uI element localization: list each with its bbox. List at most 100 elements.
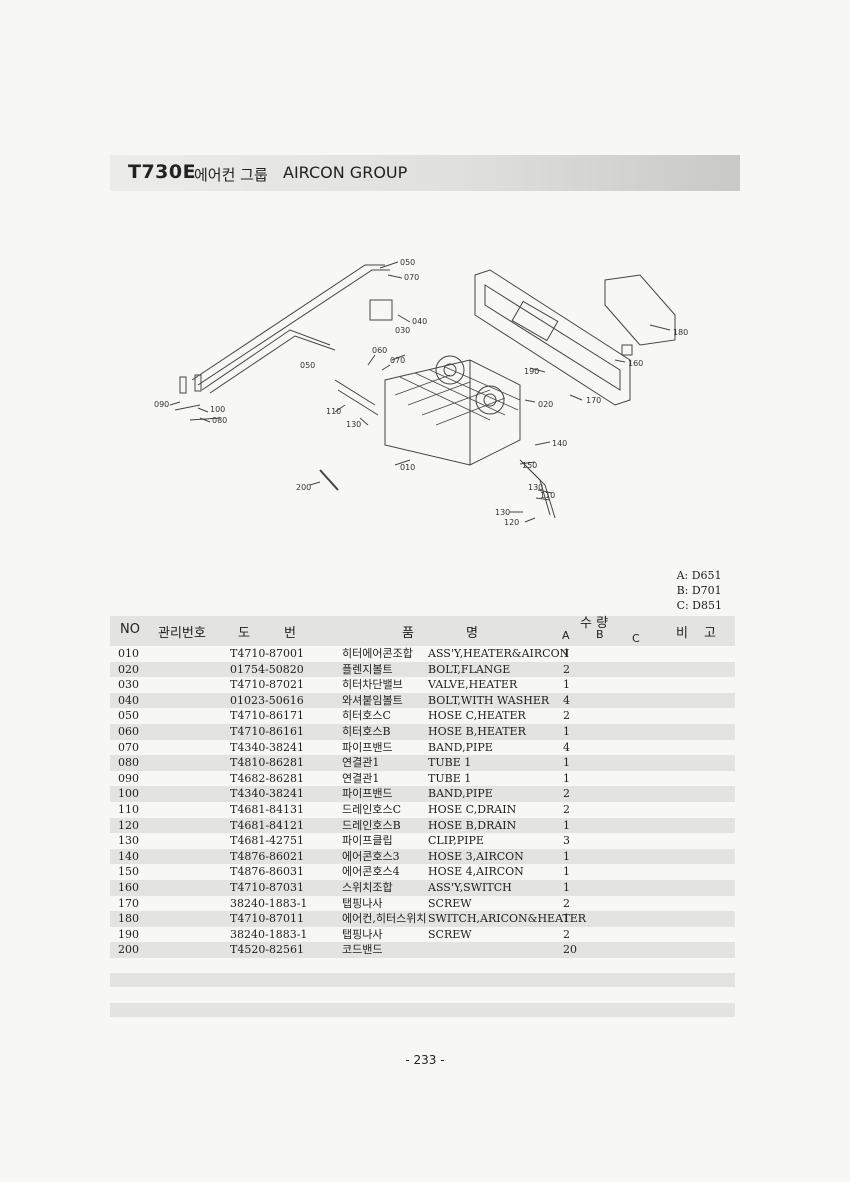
cell-qa: 2 (563, 896, 570, 910)
cell-ko: 탭핑나사 (342, 896, 383, 910)
cell-qa: 1 (563, 678, 570, 692)
callout-label: 060 (372, 346, 387, 355)
callout-label: 130 (346, 420, 361, 429)
col-remark-1: 비 (676, 626, 688, 641)
callout-label: 050 (400, 258, 415, 267)
cell-no: 130 (118, 834, 139, 848)
cell-en: HOSE 3,AIRCON (428, 849, 524, 863)
cell-ko: 파이프클립 (342, 834, 393, 848)
variant-c: C: D851 (676, 599, 722, 612)
callout-label: 020 (538, 400, 553, 409)
callout-label: 200 (296, 483, 311, 492)
col-mgmt-number: 관리번호 (158, 626, 206, 641)
cell-qa: 2 (563, 662, 570, 676)
cell-ko: 파이프밴드 (342, 740, 393, 754)
cell-en: ASS'Y,HEATER&AIRCON (428, 647, 570, 660)
cell-no: 100 (118, 787, 139, 801)
cell-en: HOSE C,HEATER (428, 709, 526, 723)
cell-ko: 에어콘호스3 (342, 849, 400, 863)
empty-row-band (110, 1003, 735, 1017)
cell-qa: 4 (563, 740, 570, 754)
cell-ko: 코드밴드 (342, 943, 383, 957)
cell-no: 070 (118, 740, 139, 754)
cell-no: 200 (118, 943, 139, 957)
cell-qa: 1 (563, 771, 570, 785)
cell-no: 090 (118, 771, 139, 785)
callout-label: 070 (390, 356, 405, 365)
cell-en: BOLT,WITH WASHER (428, 693, 550, 707)
cell-part: T4810-86281 (230, 756, 305, 770)
cell-no: 120 (118, 818, 139, 832)
cell-ko: 연결관1 (342, 756, 380, 770)
cell-qa: 20 (563, 943, 577, 957)
table-row: 090 T4682-86281 연결관1 TUBE 1 1 (110, 771, 735, 787)
cell-en: HOSE 4,AIRCON (428, 865, 524, 879)
cell-en: TUBE 1 (428, 771, 472, 785)
cell-part: T4681-84121 (230, 818, 305, 832)
cell-en: TUBE 1 (428, 756, 472, 770)
cell-qa: 1 (563, 865, 570, 879)
cell-en: SWITCH,ARICON&HEATER (428, 912, 587, 926)
cell-qa: 4 (563, 693, 570, 707)
cell-en: BAND,PIPE (428, 787, 493, 801)
cell-en: SCREW (428, 927, 472, 941)
cell-en: HOSE B,HEATER (428, 724, 526, 738)
col-drawing-2: 번 (284, 626, 296, 641)
cell-part: 01023-50616 (230, 693, 304, 707)
col-qty-b: B (596, 628, 604, 641)
cell-no: 140 (118, 849, 139, 863)
cell-no: 060 (118, 724, 139, 738)
cell-part: T4340-38241 (230, 740, 305, 754)
callout-label: 170 (586, 396, 601, 405)
cell-part: T4710-87031 (230, 880, 305, 894)
cell-qa: 2 (563, 802, 570, 816)
cell-qa: 1 (563, 818, 570, 832)
callout-label: 160 (628, 359, 643, 368)
callout-label: 080 (212, 416, 227, 425)
col-no: NO (120, 622, 140, 637)
cell-no: 190 (118, 927, 139, 941)
cell-ko: 스위치조합 (342, 880, 393, 894)
cell-qa: 2 (563, 709, 570, 723)
cell-part: T4710-87001 (230, 647, 305, 660)
callout-label: 040 (412, 317, 427, 326)
col-qty: 수 량 (580, 616, 609, 631)
cell-part: T4681-84131 (230, 802, 305, 816)
cell-part: T4710-86171 (230, 709, 305, 723)
cell-en: BOLT,FLANGE (428, 662, 511, 676)
page-number: - 233 - (405, 1053, 445, 1067)
cell-no: 160 (118, 880, 139, 894)
cell-qa: 3 (563, 834, 570, 848)
cell-en: ASS'Y,SWITCH (428, 880, 512, 894)
diagram-callout-labels: 050 070 040 030 060 070 050 090 100 080 … (154, 258, 688, 527)
cell-ko: 탭핑나사 (342, 927, 383, 941)
variant-a: A: D651 (676, 569, 722, 582)
col-remark-2: 고 (704, 626, 716, 641)
empty-row-band (110, 973, 735, 987)
cell-qa: 1 (563, 912, 570, 926)
col-qty-a: A (562, 629, 570, 642)
cell-ko: 드레인호스C (342, 802, 402, 816)
cell-part: T4876-86021 (230, 849, 305, 863)
callout-label: 050 (300, 361, 315, 370)
col-qty-c: C (632, 632, 640, 645)
group-title-ko: 에어컨 그룹 (194, 166, 268, 184)
callout-label: 030 (395, 326, 410, 335)
callout-label: 120 (504, 518, 519, 527)
cell-en: SCREW (428, 896, 472, 910)
cell-qa: 2 (563, 787, 570, 801)
cell-ko: 연결관1 (342, 771, 380, 785)
cell-part: T4682-86281 (230, 771, 305, 785)
